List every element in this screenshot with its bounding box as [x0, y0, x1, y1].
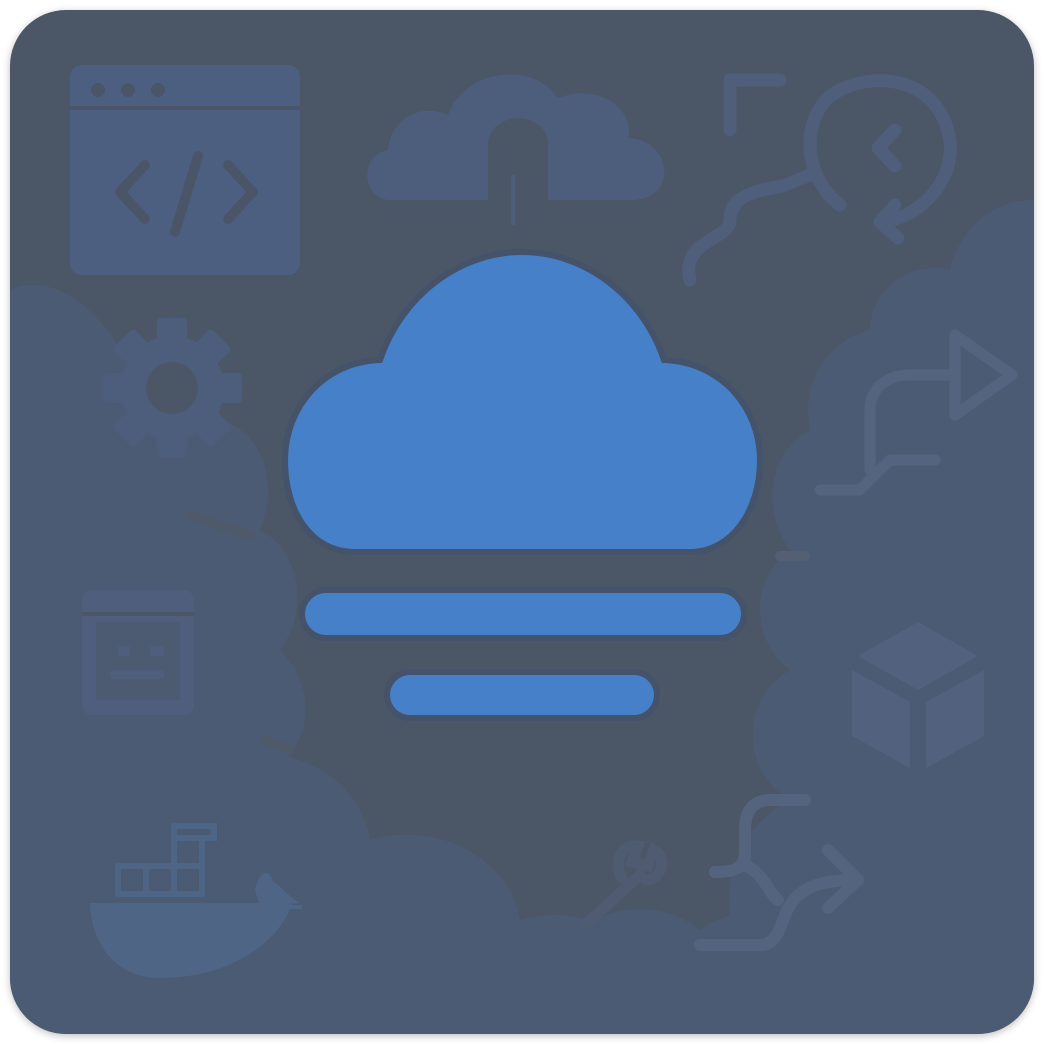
code-window-icon: [70, 65, 300, 275]
icon-artwork: [10, 65, 1034, 1034]
primary-cloud-icon: [281, 248, 764, 555]
workflow-cycle-icon: [682, 73, 957, 287]
fog-line-long: [299, 587, 747, 641]
docker-whale-icon: [90, 823, 302, 978]
decorative-dashes: [185, 510, 810, 755]
cube-icon: [852, 622, 984, 768]
gear-icon: [102, 318, 242, 458]
route-arrow-icon: [694, 794, 864, 951]
cloud-upload-icon: [367, 74, 665, 225]
pipeline-arrow-icon: [814, 329, 1018, 496]
app-icon-tile: [10, 10, 1034, 1034]
fog-line-short: [384, 669, 660, 721]
wrench-icon: [579, 840, 668, 931]
terminal-panel-icon: [82, 590, 194, 715]
cloud-fog-icon: [281, 248, 764, 721]
